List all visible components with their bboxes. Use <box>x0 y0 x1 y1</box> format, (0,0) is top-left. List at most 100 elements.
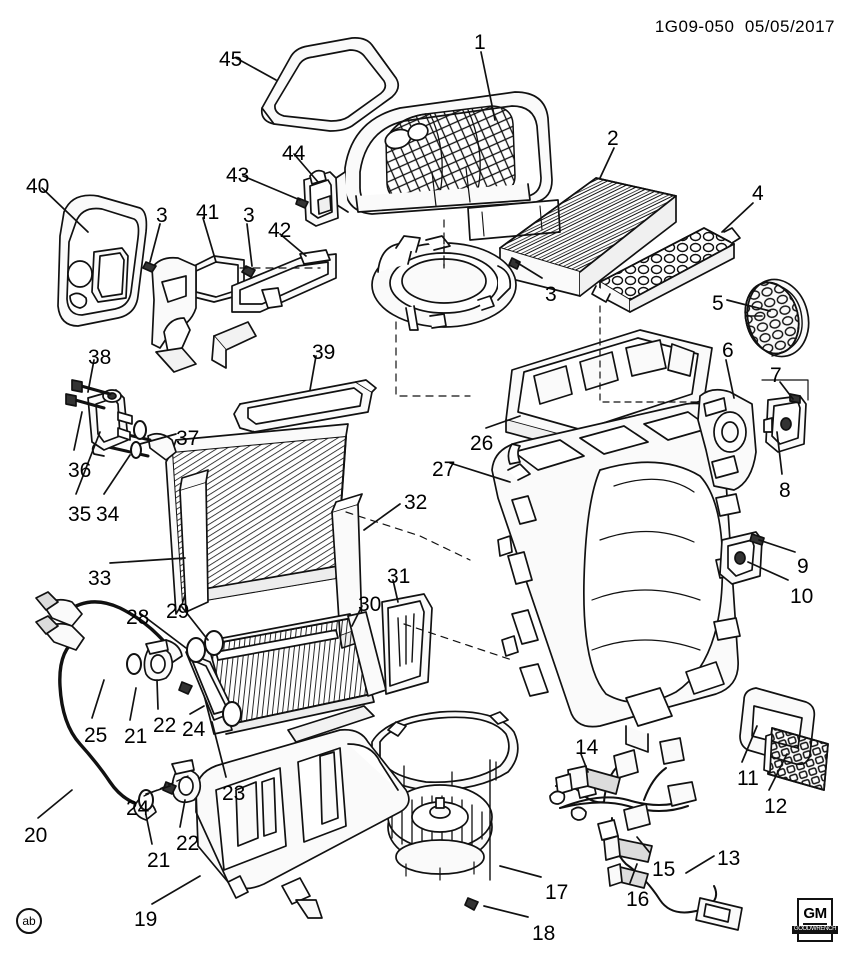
part-22-hose-clamp-upper <box>143 639 174 682</box>
part-27-hvac-case-assembly <box>491 402 743 753</box>
leader-20 <box>37 789 73 819</box>
callout-3a: 3 <box>156 204 168 227</box>
leader-3c <box>515 261 543 279</box>
callout-33: 33 <box>88 567 112 590</box>
callout-26: 26 <box>470 432 494 455</box>
part-34-o-ring-lower <box>130 441 142 459</box>
leader-15 <box>636 836 651 854</box>
leader-30 <box>351 605 363 627</box>
callout-4: 4 <box>752 182 764 205</box>
part-16-sunload-sensor <box>607 863 649 889</box>
callout-29: 29 <box>166 600 190 623</box>
leader-1 <box>480 51 496 121</box>
leader-28 <box>140 613 187 649</box>
part-9-actuator-screw <box>749 533 765 546</box>
callout-11: 11 <box>737 767 759 790</box>
leader-7 <box>779 381 794 400</box>
leader-35 <box>75 431 101 495</box>
part-21-hose-o-ring-upper <box>126 653 142 675</box>
blower-scroll-housing <box>371 235 521 331</box>
leader-38 <box>87 359 95 393</box>
gm-logo-badge: GM GOODWRENCH <box>791 898 839 942</box>
gm-wordmark: GM <box>803 905 827 923</box>
part-12-outlet-grille <box>763 727 829 791</box>
leader-14 <box>580 753 589 773</box>
leader-40 <box>41 187 89 233</box>
leader-19 <box>151 875 201 905</box>
part-36-valve-bolt <box>65 393 106 410</box>
leader-6 <box>725 359 735 399</box>
leader-33 <box>109 557 186 564</box>
leader-25 <box>91 679 105 719</box>
callout-31: 31 <box>387 565 411 588</box>
callout-37: 37 <box>176 427 200 450</box>
callout-35: 35 <box>68 503 92 526</box>
part-44-mode-door-actuator <box>303 169 339 227</box>
part-20-heater-hose-inlet <box>35 615 157 821</box>
leader-24a <box>189 705 205 715</box>
part-2-passenger-compartment-air-filter <box>499 177 677 297</box>
callout-34: 34 <box>96 503 120 526</box>
leader-34 <box>103 454 131 495</box>
part-6-temperature-door-actuator <box>697 388 757 491</box>
callout-leader-lines <box>37 51 796 918</box>
leader-2 <box>599 147 615 179</box>
callout-13: 13 <box>717 847 741 870</box>
callout-43: 43 <box>226 164 250 187</box>
leader-21a <box>129 687 137 721</box>
callout-9: 9 <box>797 555 809 578</box>
leader-41 <box>202 217 217 263</box>
leader-29 <box>181 606 209 641</box>
callout-3b: 3 <box>243 204 255 227</box>
leader-23 <box>211 721 227 778</box>
leader-42 <box>279 233 307 257</box>
callout-8: 8 <box>779 479 791 502</box>
callout-15: 15 <box>652 858 676 881</box>
callout-30: 30 <box>358 593 382 616</box>
leader-26 <box>485 415 521 429</box>
leader-22a <box>156 679 159 710</box>
callout-24b: 24 <box>126 797 150 820</box>
callout-23: 23 <box>222 782 246 805</box>
leader-37 <box>139 433 177 445</box>
callout-24a: 24 <box>182 718 206 741</box>
part-17-blower-motor-and-wheel <box>371 710 519 881</box>
callout-25: 25 <box>84 724 108 747</box>
leader-44 <box>293 153 319 183</box>
part-5-recirculation-screen <box>744 278 810 358</box>
part-14-temperature-sensor <box>549 765 621 821</box>
assembly-alignment-lines <box>239 219 513 661</box>
callout-21b: 21 <box>147 849 171 872</box>
part-4-air-filter-element <box>591 227 741 313</box>
callout-5: 5 <box>712 292 724 315</box>
callout-41: 41 <box>196 201 220 224</box>
leader-36 <box>73 411 83 451</box>
callout-38: 38 <box>88 346 112 369</box>
leader-21b <box>145 814 153 845</box>
leader-12 <box>768 753 788 791</box>
callout-7: 7 <box>770 364 782 387</box>
part-24-clamp-screw-upper <box>178 681 193 695</box>
leader-17 <box>499 865 542 878</box>
part-10-air-door-actuator <box>719 531 763 585</box>
leader-45 <box>235 57 277 81</box>
part-45-air-inlet-seal <box>260 37 400 132</box>
part-21-hose-o-ring-lower <box>138 789 154 811</box>
callout-12: 12 <box>764 795 788 818</box>
callout-22a: 22 <box>153 714 177 737</box>
callout-22b: 22 <box>176 832 200 855</box>
leader-32 <box>363 503 401 531</box>
callout-39: 39 <box>312 341 336 364</box>
callout-17: 17 <box>545 881 569 904</box>
callout-20: 20 <box>24 824 48 847</box>
leader-10 <box>747 561 789 581</box>
leader-22b <box>179 799 186 828</box>
leader-9 <box>758 539 796 553</box>
callout-45: 45 <box>219 48 243 71</box>
leader-5 <box>726 299 771 312</box>
part-35-expansion-valve <box>87 389 133 451</box>
part-8-mode-actuator <box>763 395 807 453</box>
part-37-o-ring-upper <box>133 420 147 440</box>
leader-11 <box>741 725 758 763</box>
